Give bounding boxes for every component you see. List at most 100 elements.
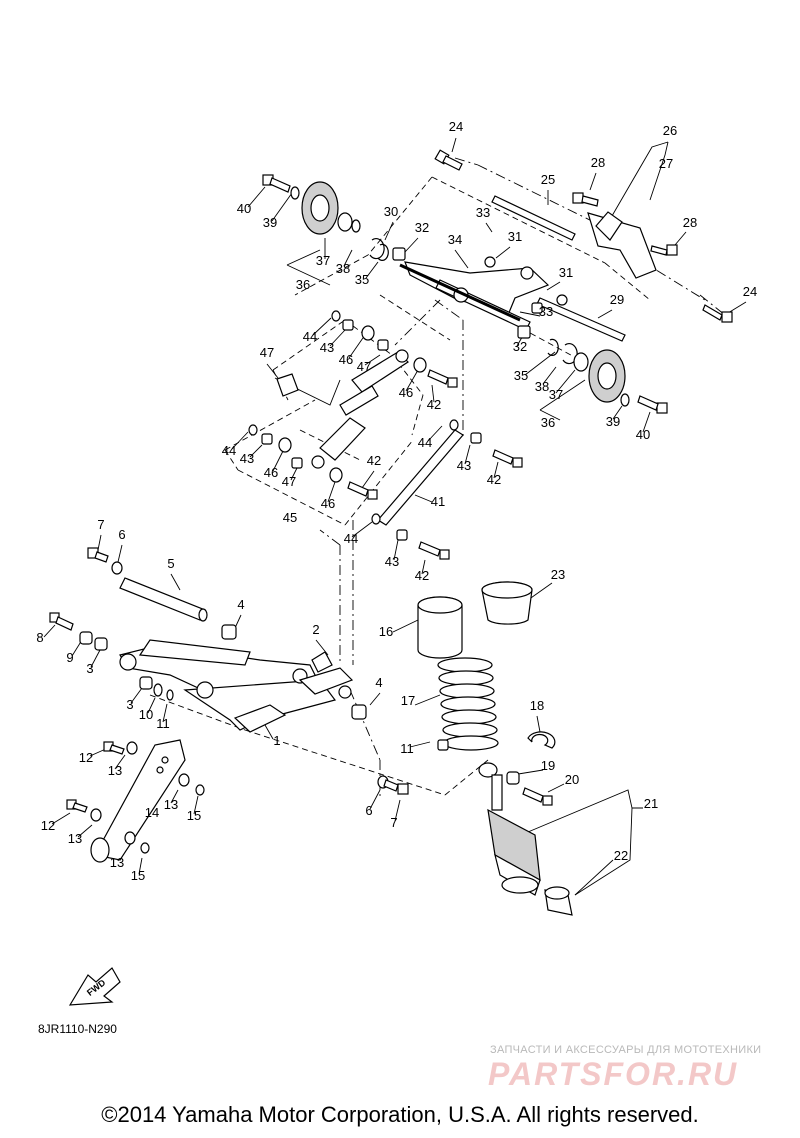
callout-label: 42 (415, 568, 429, 583)
callout-label: 38 (336, 261, 350, 276)
callout-label: 42 (487, 472, 501, 487)
callout-label: 31 (508, 229, 522, 244)
callout-label: 46 (321, 496, 335, 511)
callout-label: 28 (591, 155, 605, 170)
callout-label: 33 (539, 304, 553, 319)
callout-label: 37 (549, 387, 563, 402)
upper-arm-assembly (262, 149, 733, 414)
callout-label: 35 (355, 272, 369, 287)
callout-label: 9 (66, 650, 73, 665)
callout-label: 41 (431, 494, 445, 509)
callout-label: 16 (379, 624, 393, 639)
callout-label: 30 (384, 204, 398, 219)
callout-label: 43 (320, 340, 334, 355)
callout-label: 42 (367, 453, 381, 468)
leader-lines (43, 137, 747, 896)
callout-label: 6 (118, 527, 125, 542)
callout-label: 26 (663, 123, 677, 138)
bolt-42b (347, 481, 378, 500)
callout-label: 8 (36, 630, 43, 645)
lower-arm-assembly (49, 547, 409, 863)
callout-label: 18 (530, 698, 544, 713)
callout-label: 12 (79, 750, 93, 765)
callout-label: 3 (126, 697, 133, 712)
callout-label: 15 (131, 868, 145, 883)
callout-label: 24 (449, 119, 463, 134)
callout-label: 37 (316, 253, 330, 268)
callout-label: 42 (427, 397, 441, 412)
callout-label: 11 (156, 716, 170, 731)
callout-label: 32 (513, 339, 527, 354)
watermark-logo: PARTSFOR.RU (488, 1056, 739, 1092)
callout-label: 7 (390, 815, 397, 830)
callout-label: 4 (237, 597, 244, 612)
callout-label: 12 (41, 818, 55, 833)
bolt-12a (103, 741, 125, 755)
callout-label: 6 (365, 803, 372, 818)
callout-label: 46 (339, 352, 353, 367)
callout-label: 44 (303, 329, 317, 344)
callout-label: 44 (222, 443, 236, 458)
callout-label: 29 (610, 292, 624, 307)
bolt-20 (522, 787, 553, 806)
callout-label: 3 (86, 661, 93, 676)
rear-shock-assembly (417, 581, 573, 916)
callout-label: 43 (385, 554, 399, 569)
callout-label: 19 (541, 758, 555, 773)
callout-label: 46 (399, 385, 413, 400)
callout-label: 13 (68, 831, 82, 846)
callout-label: 7 (97, 517, 104, 532)
bolt-24-right (702, 304, 733, 323)
callout-label: 46 (264, 465, 278, 480)
watermark-tagline: ЗАПЧАСТИ И АКСЕССУАРЫ ДЛЯ МОТОТЕХНИКИ (490, 1044, 762, 1056)
callout-label: 11 (400, 741, 414, 756)
callout-label: 24 (743, 284, 757, 299)
bolt-42c (492, 449, 523, 468)
callout-label: 36 (296, 277, 310, 292)
callout-label: 45 (283, 510, 297, 525)
bolt-8 (49, 612, 74, 631)
callout-label: 22 (614, 848, 628, 863)
fwd-arrow: FWD (68, 967, 121, 1006)
callout-label: 47 (357, 359, 371, 374)
bolt-40-left (262, 174, 291, 193)
callout-label: 13 (108, 763, 122, 778)
callout-label: 28 (683, 215, 697, 230)
callout-label: 27 (659, 156, 673, 171)
callout-label: 33 (476, 205, 490, 220)
bolt-7-bottom (383, 779, 409, 795)
callout-label: 47 (260, 345, 274, 360)
callout-label: 47 (282, 474, 296, 489)
callout-label: 35 (514, 368, 528, 383)
bolt-28b (650, 244, 678, 256)
callout-label: 39 (263, 215, 277, 230)
callout-label: 13 (110, 855, 124, 870)
callout-label: 40 (237, 201, 251, 216)
copyright-text: ©2014 Yamaha Motor Corporation, U.S.A. A… (101, 1102, 699, 1127)
callout-label: 1 (273, 733, 280, 748)
callout-label: 5 (167, 556, 174, 571)
bolt-7-top (87, 547, 109, 563)
callout-label: 40 (636, 427, 650, 442)
callout-label: 23 (551, 567, 565, 582)
callout-label: 4 (375, 675, 382, 690)
bolt-42a (427, 369, 458, 388)
bolt-12b (66, 799, 88, 813)
bolt-24-top (434, 149, 463, 171)
callout-label: 14 (145, 805, 159, 820)
callout-label: 43 (240, 451, 254, 466)
callout-label: 10 (139, 707, 153, 722)
callout-label: 43 (457, 458, 471, 473)
spring-17 (437, 657, 499, 751)
callout-label: 39 (606, 414, 620, 429)
callout-label: 36 (541, 415, 555, 430)
callout-label: 2 (312, 622, 319, 637)
bolt-42d (418, 541, 450, 560)
callout-label: 44 (418, 435, 432, 450)
middle-shock-assembly (248, 310, 523, 560)
callout-label: 38 (535, 379, 549, 394)
callout-label: 31 (559, 265, 573, 280)
